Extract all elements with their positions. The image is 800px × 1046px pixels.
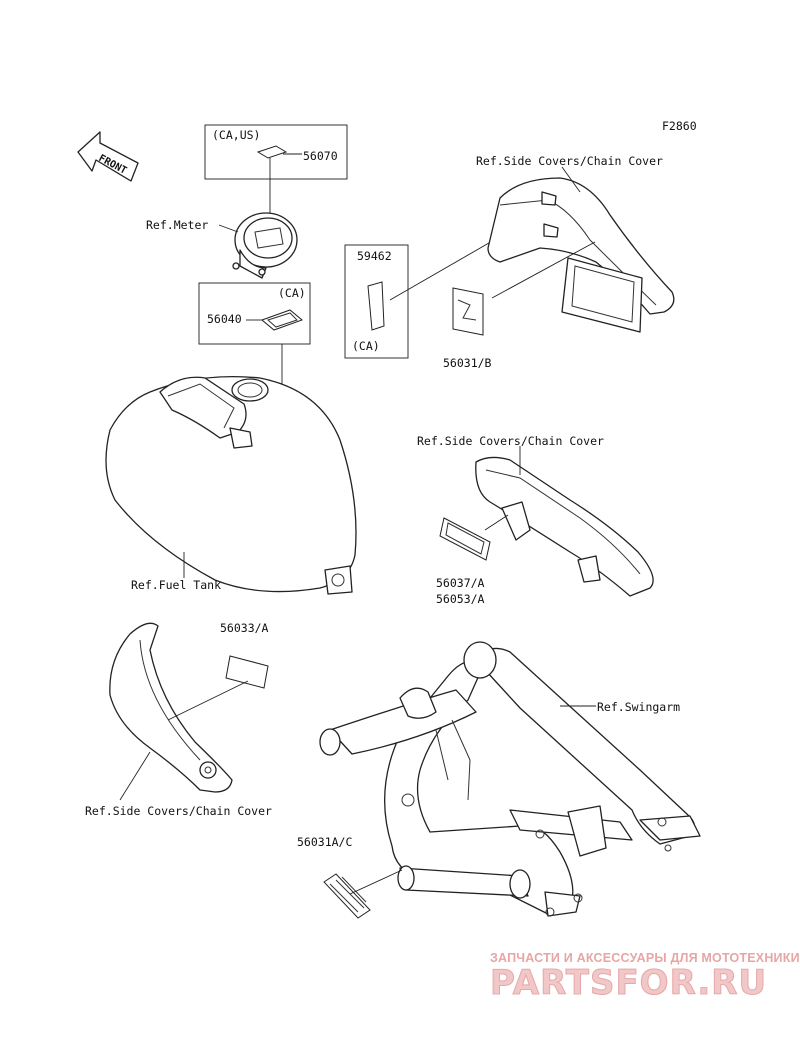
- watermark-tagline: ЗАПЧАСТИ И АКСЕССУАРЫ ДЛЯ МОТОТЕХНИКИ: [490, 951, 800, 965]
- label-56070-icon: [256, 145, 288, 159]
- part-56040: 56040: [207, 312, 242, 326]
- ref-side-covers-top: Ref.Side Covers/Chain Cover: [476, 154, 663, 168]
- figure-code: F2860: [662, 119, 697, 133]
- label-59462-icon: [367, 281, 385, 331]
- part-56031b: 56031/B: [443, 356, 492, 370]
- label-56040-box: [198, 282, 311, 345]
- part-56033a: 56033/A: [220, 621, 269, 635]
- label-56033a-icon: [225, 655, 269, 689]
- chain-cover-mid-icon: [475, 456, 654, 597]
- front-arrow-icon: FRONT: [77, 131, 139, 182]
- part-56037a: 56037/A: [436, 576, 485, 590]
- label-59462-box: [344, 244, 409, 359]
- ref-meter-label: Ref.Meter: [146, 218, 208, 232]
- label-56031ac-icon: [323, 873, 371, 919]
- part-56053a: 56053/A: [436, 592, 485, 606]
- watermark-brand: PARTSFOR.RU: [490, 963, 767, 1003]
- label-56031b-icon: [452, 287, 484, 336]
- ref-side-covers-bottom: Ref.Side Covers/Chain Cover: [85, 804, 272, 818]
- ref-fuel-tank-label: Ref.Fuel Tank: [131, 578, 221, 592]
- fuel-tank-icon: [105, 376, 357, 595]
- side-cover-top-icon: [487, 177, 675, 333]
- label-56040-icon: [261, 309, 303, 331]
- label-56037a-icon: [439, 517, 491, 561]
- swingarm-icon: [319, 641, 701, 917]
- meter-region-label: (CA,US): [212, 128, 260, 142]
- part-56031ac: 56031A/C: [297, 835, 352, 849]
- meter-label-box: [204, 124, 348, 180]
- ca-56040: (CA): [278, 286, 306, 300]
- side-cover-bottom-icon: [109, 622, 233, 793]
- part-59462: 59462: [357, 249, 392, 263]
- ref-side-covers-mid: Ref.Side Covers/Chain Cover: [417, 434, 604, 448]
- part-56070: 56070: [303, 149, 338, 163]
- ca-59462: (CA): [352, 339, 380, 353]
- ref-swingarm-label: Ref.Swingarm: [597, 700, 680, 714]
- meter-icon: [232, 212, 298, 279]
